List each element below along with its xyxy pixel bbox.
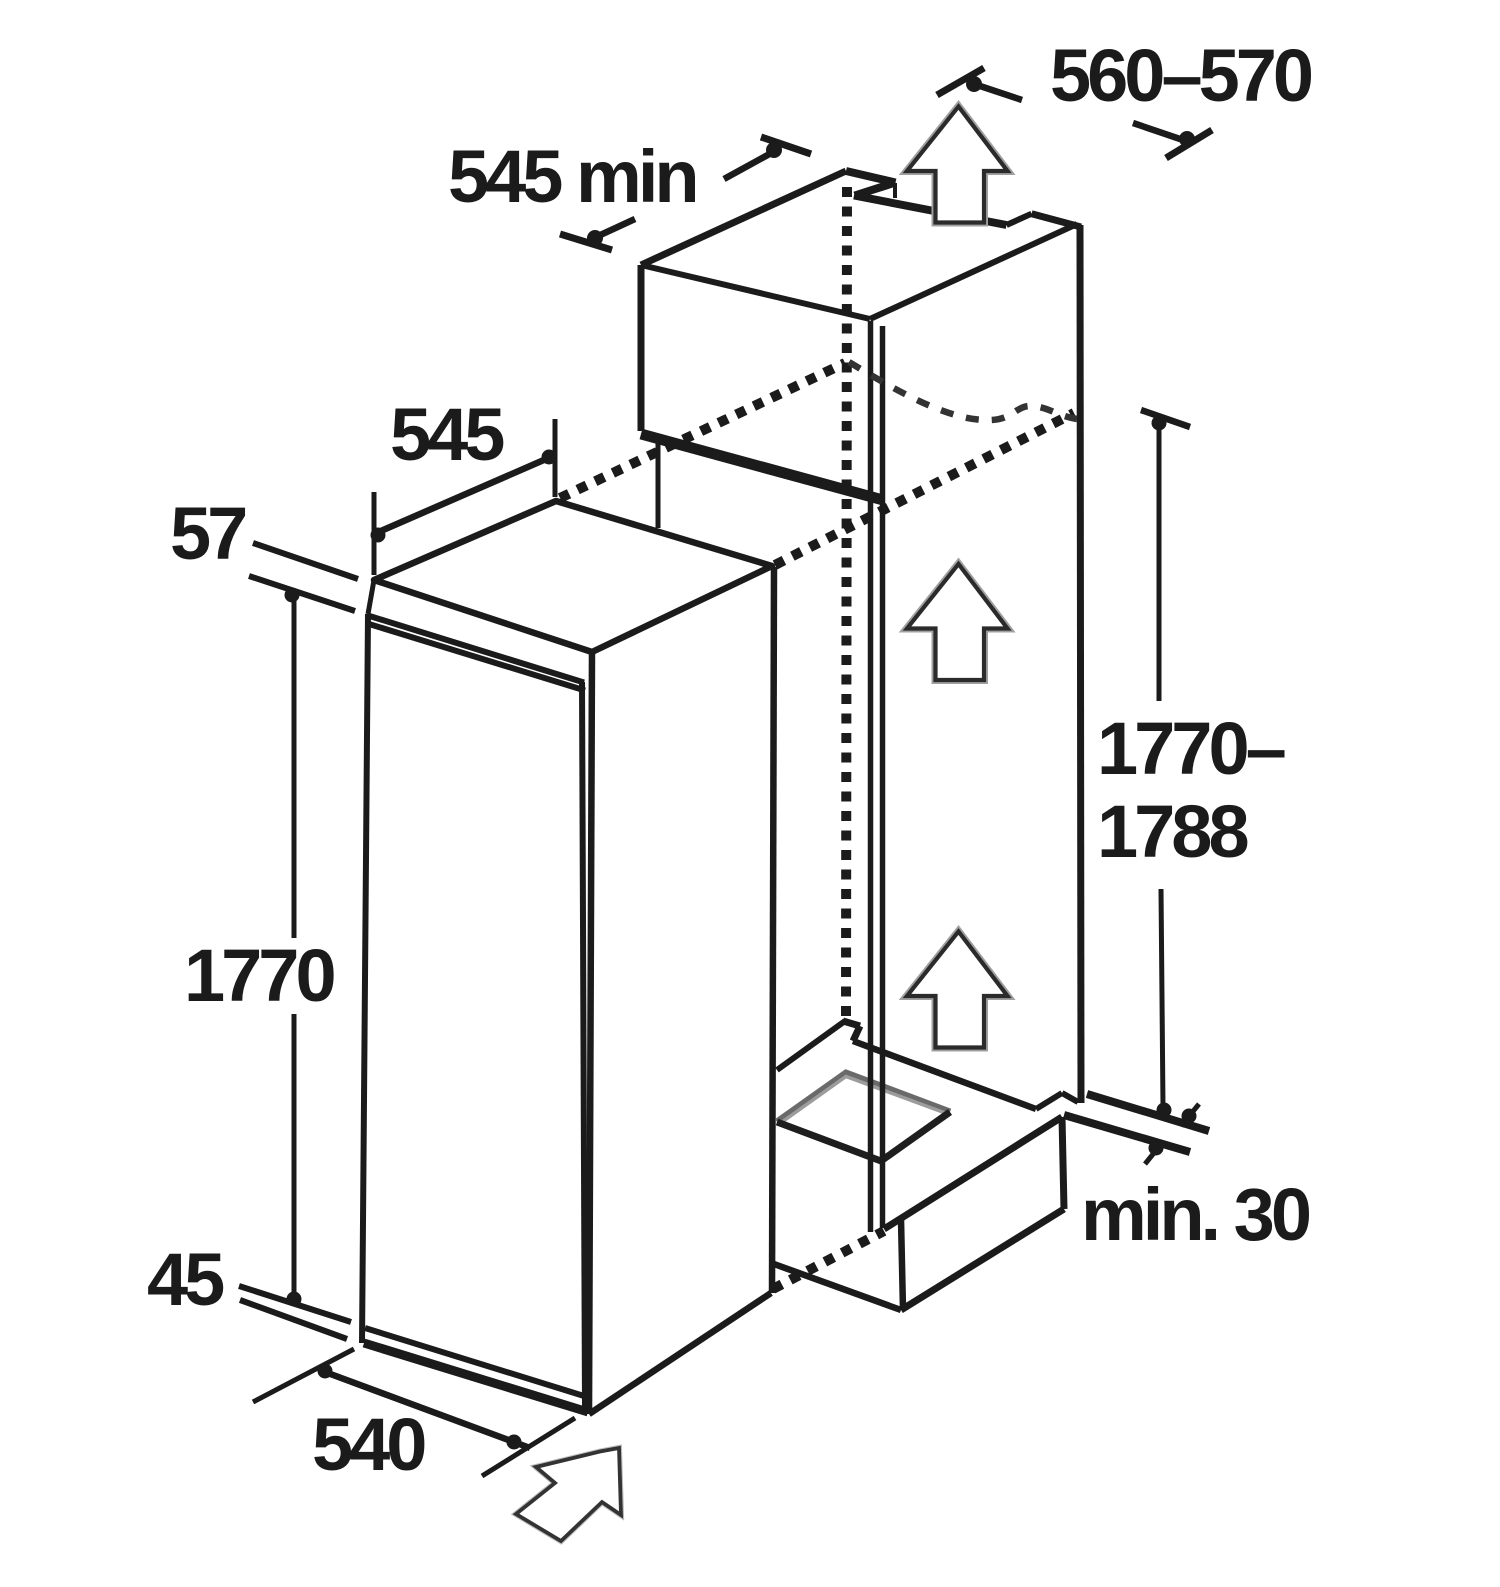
svg-text:1770–: 1770– bbox=[1097, 707, 1285, 790]
svg-text:57: 57 bbox=[170, 492, 245, 575]
svg-text:1788: 1788 bbox=[1097, 790, 1247, 873]
svg-text:min. 30: min. 30 bbox=[1081, 1173, 1310, 1256]
svg-text:545 min: 545 min bbox=[448, 135, 696, 218]
svg-text:545: 545 bbox=[390, 393, 504, 476]
svg-text:1770: 1770 bbox=[184, 934, 334, 1017]
svg-text:560–570: 560–570 bbox=[1050, 34, 1312, 117]
svg-text:540: 540 bbox=[312, 1403, 425, 1486]
svg-text:45: 45 bbox=[147, 1238, 224, 1321]
